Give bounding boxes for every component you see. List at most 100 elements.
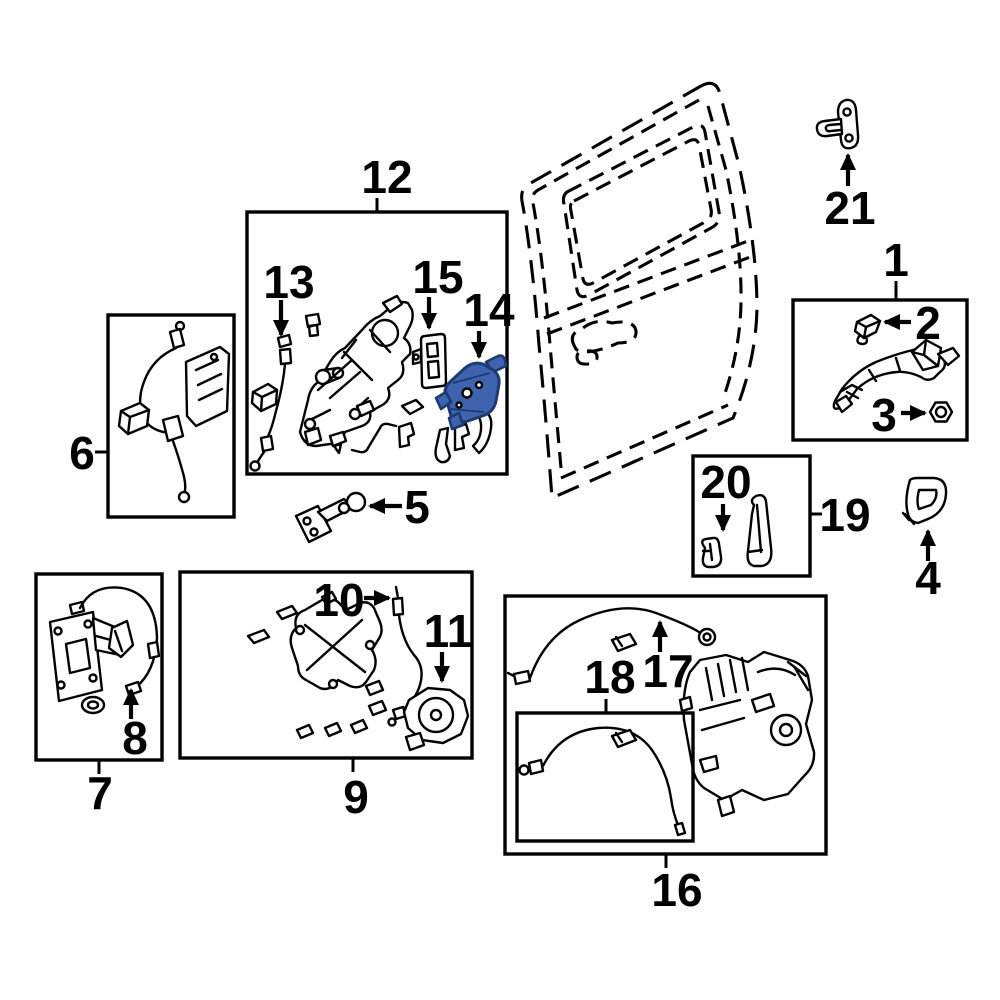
nut-hole <box>934 405 948 419</box>
guide-bracket-hole <box>209 352 219 362</box>
plate-hole-4 <box>88 673 98 683</box>
group-box-12 <box>245 210 509 476</box>
cable18-tail <box>669 796 680 827</box>
cable18-clip-facet <box>614 731 624 744</box>
switch-tab-hole <box>412 353 420 361</box>
striker-loop-slot <box>824 122 843 133</box>
part-8-label: 8 <box>122 712 148 764</box>
cable-end-barrel <box>259 434 275 453</box>
actuator-hole-3 <box>455 401 463 409</box>
cable-eye-10 <box>387 717 397 727</box>
cube-d <box>364 679 385 697</box>
actuator-hole-1 <box>461 387 473 399</box>
part-12-label: 12 <box>361 151 412 203</box>
latch16-lever <box>750 692 776 714</box>
motor-hub <box>429 708 443 722</box>
motor-foot <box>404 731 426 752</box>
bracket-foot <box>303 426 323 447</box>
small-bolt <box>304 312 322 338</box>
cable-mid-ferrule <box>146 640 161 660</box>
part-21-label: 21 <box>824 182 875 234</box>
part-7-label: 7 <box>87 767 113 819</box>
handle-facet-2 <box>867 368 878 383</box>
part-3-nut <box>928 401 954 423</box>
cable-top-ferrule <box>168 327 186 350</box>
latch16-step <box>698 754 720 774</box>
door-belt-line-upper <box>543 239 749 320</box>
actuator-foot <box>447 411 465 431</box>
cube-c <box>349 718 369 735</box>
box-12-small-parts <box>250 382 493 464</box>
part-2-handle-seal <box>853 313 882 346</box>
part-16-latch-body <box>678 650 816 818</box>
part-1-door-handle <box>832 338 961 414</box>
cable-ferrule-10 <box>391 596 405 617</box>
part-3-label: 3 <box>871 389 897 441</box>
part-14-label: 14 <box>463 284 515 336</box>
cable18-tip <box>673 821 687 837</box>
cable-ferrule <box>278 347 293 366</box>
bracket-top-tab <box>381 294 404 314</box>
part-18-cable <box>518 726 687 837</box>
cable17-left-tip <box>506 671 516 678</box>
latch16-dangle <box>716 794 736 818</box>
cube-e <box>367 699 388 717</box>
cable18-run <box>541 726 673 800</box>
switch-slot-bottom <box>426 359 441 380</box>
latch16-tab <box>678 695 694 713</box>
screw <box>328 430 348 455</box>
door-bottom-inner-edge <box>560 403 729 480</box>
door-window-inner <box>568 138 713 286</box>
bracket-truss-2 <box>340 328 392 382</box>
roller-plate-hole-2 <box>309 527 319 537</box>
cap-right <box>400 398 425 416</box>
cap-2 <box>246 628 271 645</box>
striker-hole-top <box>842 107 852 117</box>
cap-1 <box>275 604 299 621</box>
grommet-hole <box>86 700 100 710</box>
cube-b <box>323 721 343 738</box>
door-inner-edge-left <box>531 98 700 469</box>
seal-facet <box>855 319 882 340</box>
hook-left <box>434 426 452 464</box>
plate-hole-1 <box>53 626 63 636</box>
bracket-hole-1 <box>303 417 317 431</box>
roller-knob <box>337 501 351 515</box>
actuator-facets <box>450 372 491 413</box>
bracket-truss-1 <box>316 358 362 400</box>
latch16-arc <box>756 667 797 677</box>
switch-slot-top <box>425 341 440 359</box>
part-10-label: 10 <box>313 574 364 626</box>
part-7-latch-assembly <box>48 586 161 715</box>
frame-hole-2 <box>364 639 376 651</box>
part-2-label: 2 <box>915 297 941 349</box>
part-9-frame <box>246 590 388 740</box>
cable-tip <box>394 585 400 600</box>
part-4-label: 4 <box>915 552 941 604</box>
cable-arc <box>78 586 159 689</box>
cable-wire <box>264 362 287 442</box>
part-19-label: 19 <box>819 489 870 541</box>
cube-clip <box>250 382 279 413</box>
guide-bracket <box>184 345 231 428</box>
cable18-eye <box>518 764 530 776</box>
part-21-striker <box>815 98 860 150</box>
group-box-6 <box>106 313 236 519</box>
lever-facet <box>746 503 764 554</box>
part-6-label: 6 <box>69 427 95 479</box>
handle-facet-3 <box>894 356 902 373</box>
part-20-label: 20 <box>700 456 751 508</box>
frame-tab <box>320 590 338 606</box>
cable-end-fitting <box>124 680 143 697</box>
part-17-cable <box>506 607 717 686</box>
group-box-19 <box>691 454 812 578</box>
plate-hole-3 <box>83 619 93 629</box>
door-handle-recess-detail <box>575 349 599 366</box>
cable17-coil-hole <box>702 632 712 642</box>
bezel-window <box>916 488 938 511</box>
handle-mount-facet <box>910 338 940 368</box>
part-20-clip <box>701 536 723 569</box>
handle-end-tab <box>936 346 961 367</box>
part-15-label: 15 <box>412 251 463 303</box>
